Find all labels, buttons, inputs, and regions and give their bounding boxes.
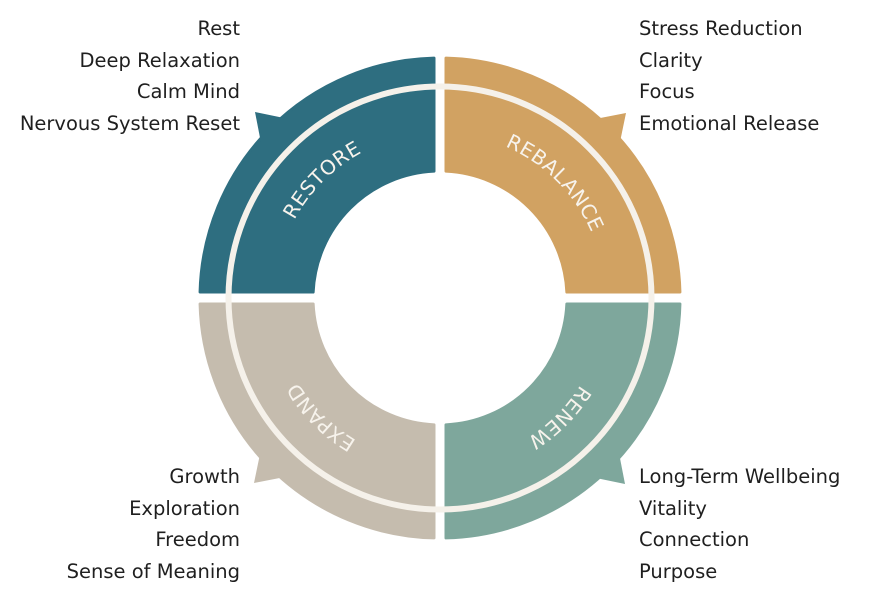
- expand-arrow-icon: [254, 454, 290, 483]
- divider-ring: [225, 83, 655, 513]
- list-item: Calm Mind: [136, 80, 240, 103]
- list-item: Vitality: [639, 496, 707, 520]
- list-item: Exploration: [129, 496, 240, 520]
- renew-segment: [444, 302, 682, 540]
- list-item: Growth: [169, 465, 240, 488]
- rebalance-benefits-list: Stress Reduction Clarity Focus Emotional…: [639, 13, 819, 139]
- list-item: Purpose: [639, 559, 718, 583]
- list-item: Sense of Meaning: [66, 559, 240, 583]
- list-item: Freedom: [155, 528, 240, 551]
- renew-benefits-list: Long-Term Wellbeing Vitality Connection …: [639, 461, 840, 587]
- list-item: Nervous System Reset: [19, 111, 240, 135]
- restore-benefits-list: Rest Deep Relaxation Calm Mind Nervous S…: [20, 13, 240, 139]
- expand-benefits-list: Growth Exploration Freedom Sense of Mean…: [67, 461, 240, 587]
- list-item: Clarity: [639, 48, 703, 72]
- list-item: Connection: [639, 528, 750, 551]
- list-item: Rest: [197, 17, 240, 40]
- list-item: Deep Relaxation: [79, 48, 240, 72]
- rebalance-arrow-icon: [590, 113, 626, 142]
- renew-arrow-icon: [596, 448, 625, 484]
- list-item: Stress Reduction: [639, 17, 803, 40]
- list-item: Long-Term Wellbeing: [639, 465, 841, 488]
- restore-arrow-icon: [255, 112, 284, 148]
- list-item: Emotional Release: [639, 111, 820, 135]
- list-item: Focus: [639, 80, 695, 103]
